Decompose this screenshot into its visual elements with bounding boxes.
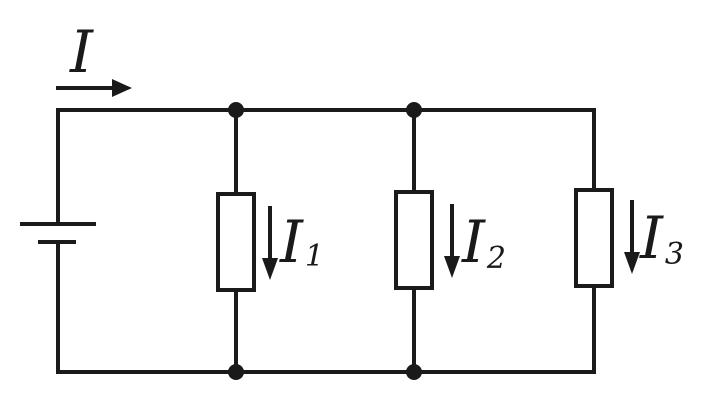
- source-current-arrow: [56, 79, 132, 97]
- battery-symbol: [20, 222, 96, 244]
- branch-3-current-symbol: I: [639, 204, 664, 272]
- branch-3-arrow-head: [624, 252, 640, 274]
- branch-2-current-symbol: I: [461, 208, 486, 276]
- junction-node-top-1: [228, 102, 244, 118]
- branch-1-current-symbol: I: [279, 208, 304, 276]
- branch-1-current-label: I1: [279, 208, 324, 276]
- junction-node-top-2: [406, 102, 422, 118]
- source-current-label: I: [69, 18, 94, 86]
- branch-3-current-label: I3: [639, 204, 684, 272]
- junction-nodes: [228, 102, 422, 380]
- resistor-1: [216, 192, 256, 292]
- wires: [56, 108, 596, 374]
- branch-3-current-subscript: 3: [665, 237, 684, 272]
- junction-node-bottom-2: [406, 364, 422, 380]
- resistor-2: [394, 190, 434, 290]
- branch-2-current-subscript: 2: [486, 241, 506, 276]
- junction-node-bottom-1: [228, 364, 244, 380]
- branch-1-arrow-head: [262, 258, 278, 280]
- branch-2-current-arrow: [444, 204, 460, 278]
- branch-2-current-label: I2: [461, 208, 506, 276]
- source-arrow-head: [112, 79, 132, 97]
- branch-3-current-arrow: [624, 200, 640, 274]
- branch-2-arrow-head: [444, 256, 460, 278]
- resistor-3: [574, 188, 614, 288]
- branch-1-current-arrow: [262, 206, 278, 280]
- branch-1-current-subscript: 1: [305, 239, 324, 274]
